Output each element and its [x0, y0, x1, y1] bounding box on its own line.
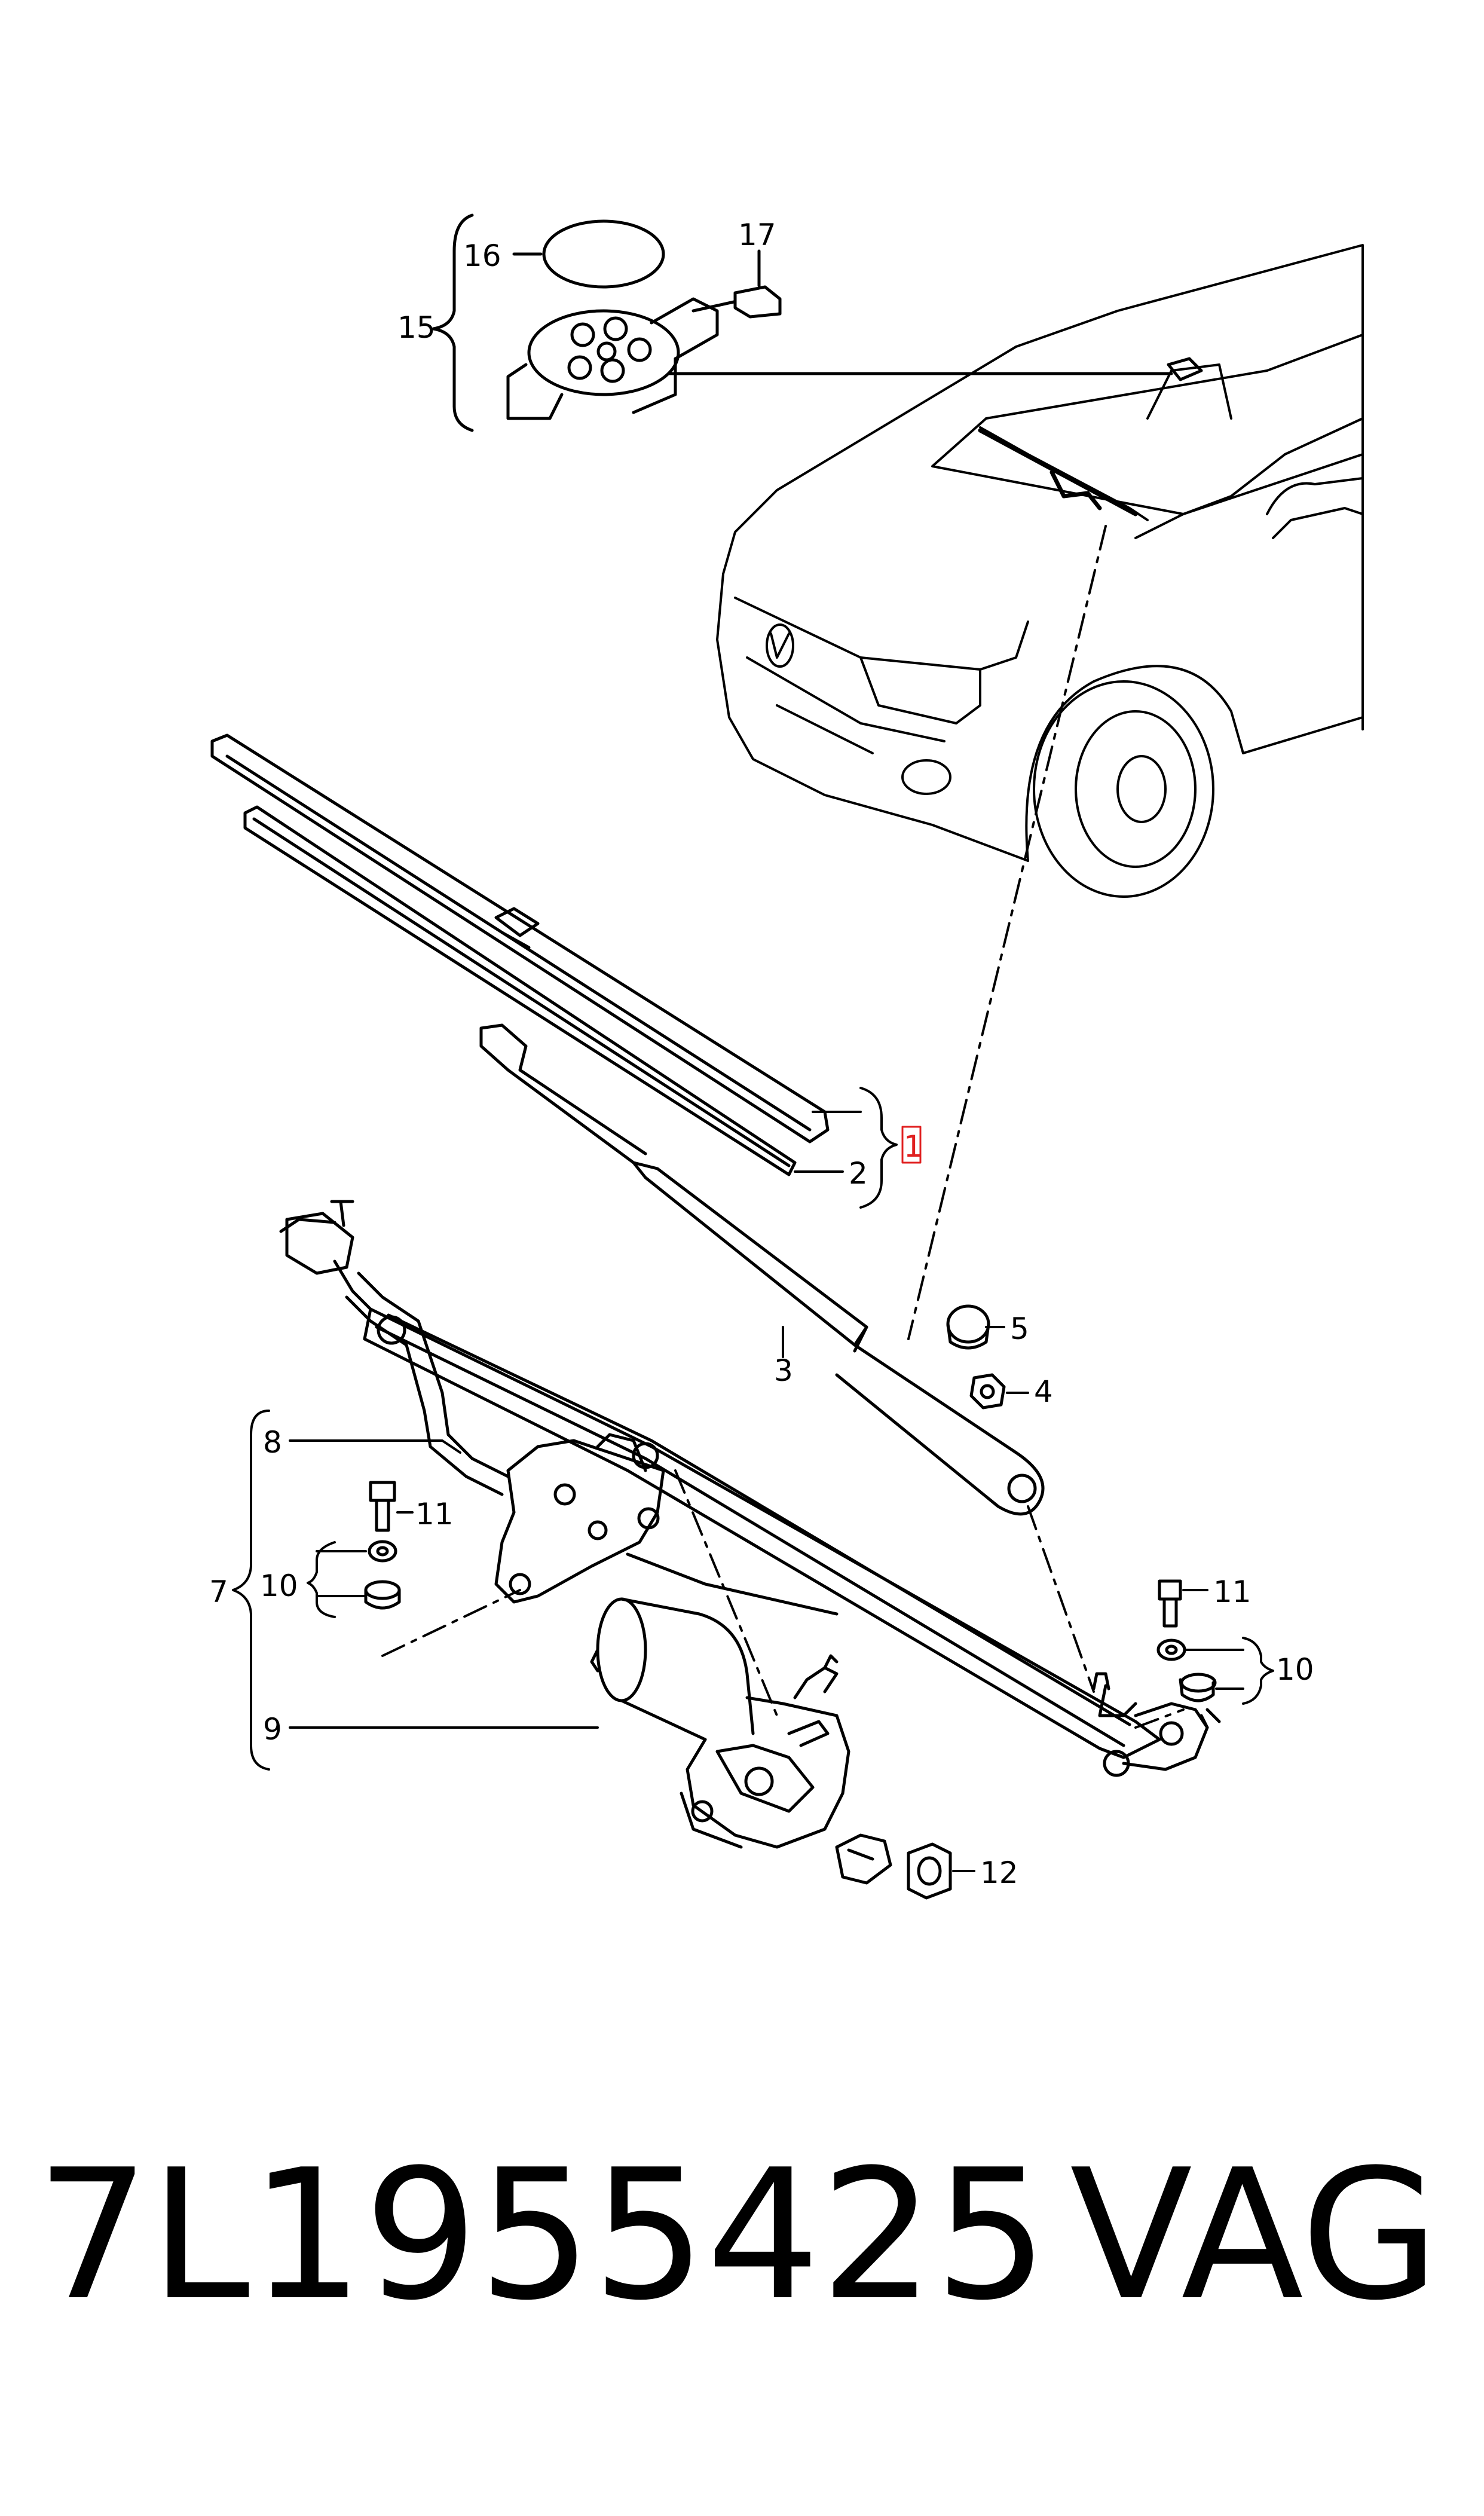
- callout-12: 12: [980, 1855, 1018, 1890]
- car-wiper-blade: [978, 428, 1138, 516]
- rain-sensor-body: [506, 297, 719, 420]
- vehicle-outline: [716, 244, 1364, 898]
- motor-connector: [835, 1833, 892, 1885]
- windshield-sensor-mount: [1167, 357, 1203, 381]
- connector-17: [733, 285, 782, 319]
- brand-label: VAG: [1070, 2131, 1440, 2340]
- cap-5: [946, 1304, 990, 1350]
- bracket-15: [432, 213, 474, 432]
- callout-11-left: 11: [415, 1497, 454, 1531]
- callout-4: 4: [1034, 1374, 1053, 1409]
- connection-lines: [381, 525, 1185, 1729]
- callout-9: 9: [263, 1712, 282, 1747]
- callout-11-right: 11: [1213, 1575, 1252, 1609]
- rubber-boot-12: [907, 1842, 952, 1900]
- wiper-arm: [479, 1023, 1045, 1516]
- bushing-10-right: [1156, 1638, 1217, 1702]
- callout-7: 7: [209, 1575, 228, 1609]
- callout-8: 8: [263, 1425, 282, 1460]
- connecting-rod: [375, 1313, 1131, 1747]
- wiper-blade: [210, 733, 830, 1144]
- bolt-11-left: [369, 1481, 396, 1532]
- bolt-11-right: [1158, 1579, 1182, 1628]
- wiper-rubber-refill: [243, 805, 797, 1176]
- rain-sensor-group: [432, 213, 1173, 432]
- callout-5: 5: [1010, 1312, 1029, 1346]
- callout-2: 2: [849, 1156, 868, 1191]
- callout-17: 17: [738, 218, 776, 252]
- part-number: 7L1955425: [36, 2131, 1049, 2340]
- nut-4: [969, 1373, 1006, 1410]
- callout-1: 1: [904, 1129, 923, 1164]
- leader-lines: [232, 1087, 1274, 1872]
- sensor-pad-16: [542, 219, 665, 289]
- callout-10-right: 10: [1276, 1652, 1314, 1687]
- callout-10-left: 10: [260, 1569, 298, 1603]
- callout-1-highlight: [901, 1126, 922, 1164]
- callout-15: 15: [397, 310, 436, 345]
- bushing-10-left: [364, 1540, 401, 1610]
- callout-3: 3: [774, 1353, 793, 1388]
- callout-16: 16: [463, 239, 501, 273]
- callout-labels: 16 17 15 1 2 3 5 4 8 11 10 7 9 11 10 12: [209, 218, 1314, 1890]
- wiper-motor: [590, 1597, 850, 1849]
